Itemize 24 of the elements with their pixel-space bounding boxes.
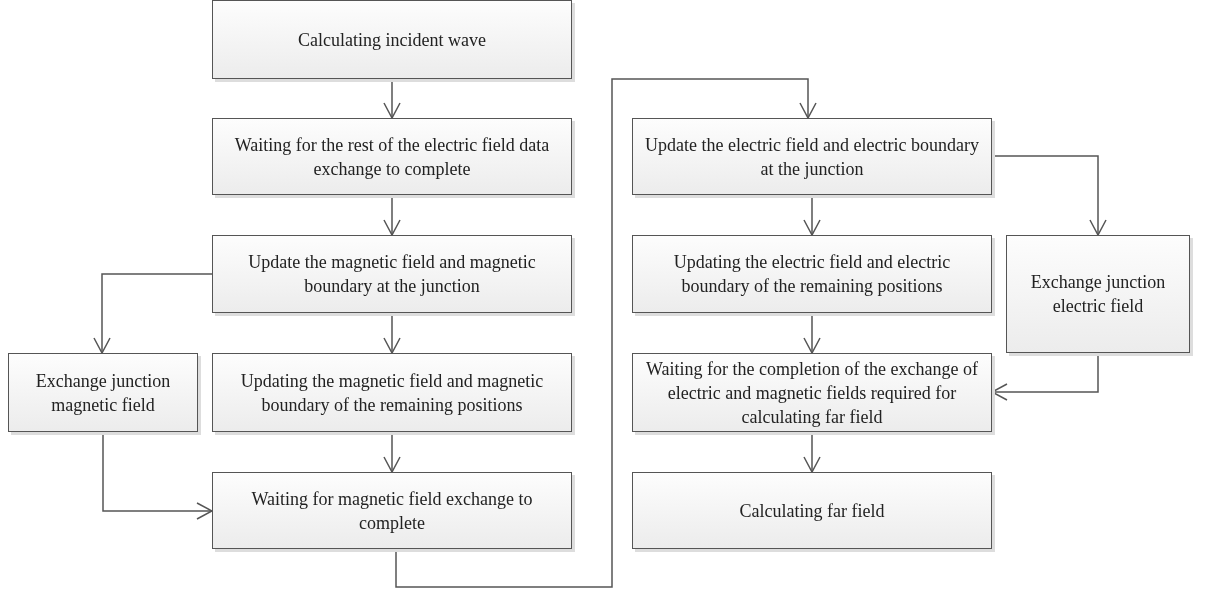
step-text: Exchange junction electric field: [1029, 271, 1167, 318]
process-box: [1006, 235, 1190, 353]
step-text: Updating the magnetic field and magnetic boundary of the remaining positions: [239, 369, 545, 417]
process-box: [212, 0, 572, 79]
step-text: Updating the electric field and electric boundary of the remaining positions: [672, 251, 952, 298]
step-text: Waiting for magnetic field exchange to complete: [250, 487, 534, 535]
step-text: Exchange junction magnetic field: [34, 369, 172, 417]
step-text: Calculating far field: [739, 499, 885, 523]
process-box: [8, 353, 198, 432]
process-box: [212, 235, 572, 313]
process-box: [632, 235, 992, 313]
arrow: [93, 273, 213, 354]
process-box: [212, 118, 572, 195]
step-text: Update the electric field and electric boundary at the junction: [644, 133, 980, 181]
process-box: [212, 472, 572, 549]
step-text: Waiting for the rest of the electric field data exchange to complete: [233, 133, 551, 181]
arrow: [395, 78, 817, 588]
step-text: Calculating incident wave: [298, 28, 486, 52]
step-text: Waiting for the completion of the exchange of electric and magnetic fields required for calculating far field: [645, 357, 979, 429]
process-box: [632, 353, 992, 432]
process-box: [212, 353, 572, 432]
step-text: Update the magnetic field and magnetic boundary at the junction: [247, 251, 537, 298]
process-box: [632, 118, 992, 195]
process-box: [632, 472, 992, 549]
